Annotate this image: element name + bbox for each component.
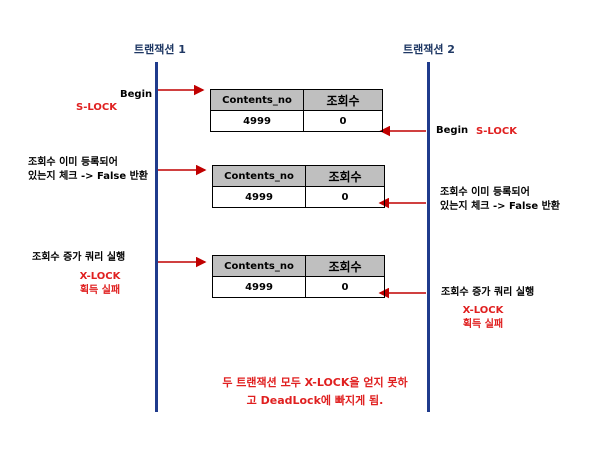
table-header-view-count: 조회수 <box>305 165 385 187</box>
t1-x-lock-fail-label: 획득 실패 <box>79 285 121 296</box>
table-cell-view-count: 0 <box>305 186 385 208</box>
table-header-view-count: 조회수 <box>305 255 385 277</box>
table-cell-contents-no: 4999 <box>212 276 306 298</box>
transaction-2-title: 트랜잭션 2 <box>403 43 455 56</box>
table-cell-contents-no: 4999 <box>210 110 304 132</box>
t2-x-lock-label: X-LOCK <box>462 305 504 316</box>
transaction-1-title: 트랜잭션 1 <box>134 43 186 56</box>
t2-check-label-line1: 조회수 이미 등록되어 <box>440 187 530 198</box>
transaction-2-timeline <box>427 62 430 412</box>
t1-x-lock-label: X-LOCK <box>79 271 121 282</box>
transaction-1-timeline <box>155 62 158 412</box>
table-cell-view-count: 0 <box>305 276 385 298</box>
t1-s-lock-label: S-LOCK <box>76 102 117 113</box>
table-cell-view-count: 0 <box>303 110 383 132</box>
state-table-3: Contents_no 조회수 4999 0 <box>212 255 385 298</box>
table-header-contents-no: Contents_no <box>210 89 304 111</box>
table-header-contents-no: Contents_no <box>212 255 306 277</box>
t2-check-label-line2: 있는지 체크 -> False 반환 <box>440 201 561 212</box>
t2-begin-label: Begin <box>436 125 469 136</box>
t2-x-lock-fail-label: 획득 실패 <box>462 319 504 330</box>
table-header-contents-no: Contents_no <box>212 165 306 187</box>
state-table-1: Contents_no 조회수 4999 0 <box>210 89 383 132</box>
t1-check-label-line2: 있는지 체크 -> False 반환 <box>28 171 149 182</box>
t2-update-label: 조회수 증가 쿼리 실행 <box>441 287 535 298</box>
t2-s-lock-label: S-LOCK <box>476 126 517 137</box>
table-cell-contents-no: 4999 <box>212 186 306 208</box>
t1-begin-label: Begin <box>120 89 153 100</box>
state-table-2: Contents_no 조회수 4999 0 <box>212 165 385 208</box>
deadlock-conclusion-line1: 두 트랜잭션 모두 X-LOCK을 얻지 못하 <box>222 376 408 389</box>
t1-update-label: 조회수 증가 쿼리 실행 <box>32 252 126 263</box>
deadlock-conclusion-line2: 고 DeadLock에 빠지게 됨. <box>246 394 384 407</box>
table-header-view-count: 조회수 <box>303 89 383 111</box>
t1-check-label-line1: 조회수 이미 등록되어 <box>28 157 118 168</box>
